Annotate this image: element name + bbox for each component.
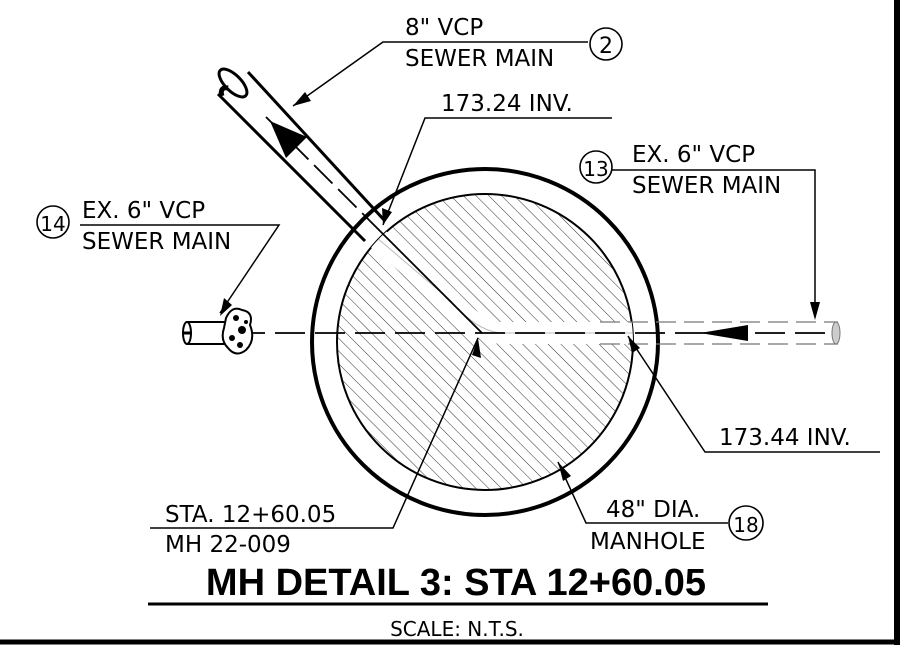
- callout-tag-18: [728, 505, 764, 541]
- manhole-outer-wall: [310, 167, 660, 517]
- scale-note: SCALE: N.T.S.: [390, 617, 524, 641]
- detail-title: MH DETAIL 3: STA 12+60.05: [206, 562, 706, 604]
- callout-tag-13-text: 13: [583, 157, 608, 181]
- label-8in-vcp-line2: SEWER MAIN: [405, 46, 554, 72]
- callout-tag-2-text: 2: [599, 34, 613, 59]
- callout-tag-14: [36, 205, 70, 239]
- label-8in-vcp-line1: 8" VCP: [405, 15, 483, 41]
- flow-arrow-right: [700, 325, 748, 341]
- label-station-line1: STA. 12+60.05: [165, 502, 336, 528]
- label-station-line2: MH 22-009: [165, 532, 291, 558]
- label-ex-6in-left-line1: EX. 6" VCP: [82, 198, 205, 224]
- callout-tag-18-text: 18: [733, 513, 758, 537]
- leader-ex-6in-left: [80, 224, 281, 314]
- leader-inv-bottom: [627, 335, 880, 453]
- leader-station: [150, 337, 479, 529]
- label-inv-top: 173.24 INV.: [441, 91, 573, 117]
- label-manhole-line1: 48" DIA.: [606, 497, 700, 523]
- leader-inv-top: [382, 117, 612, 226]
- leader-ex-6in-right: [612, 169, 816, 313]
- ex-6in-pipe-left: [182, 307, 254, 355]
- label-ex-6in-right-line2: SEWER MAIN: [632, 173, 781, 199]
- leader-manhole: [557, 461, 728, 524]
- label-inv-bottom: 173.44 INV.: [719, 425, 851, 451]
- callout-tag-13: [579, 150, 613, 184]
- callout-tag-2: [589, 27, 623, 61]
- vcp-8in-pipe: [216, 67, 483, 334]
- label-ex-6in-right-line1: EX. 6" VCP: [632, 142, 755, 168]
- label-ex-6in-left-line2: SEWER MAIN: [82, 229, 231, 255]
- label-manhole-line2: MANHOLE: [590, 529, 706, 555]
- ex-6in-pipe-right: [600, 321, 841, 345]
- leader-8in-vcp: [292, 41, 588, 107]
- callout-tag-14-text: 14: [40, 212, 65, 236]
